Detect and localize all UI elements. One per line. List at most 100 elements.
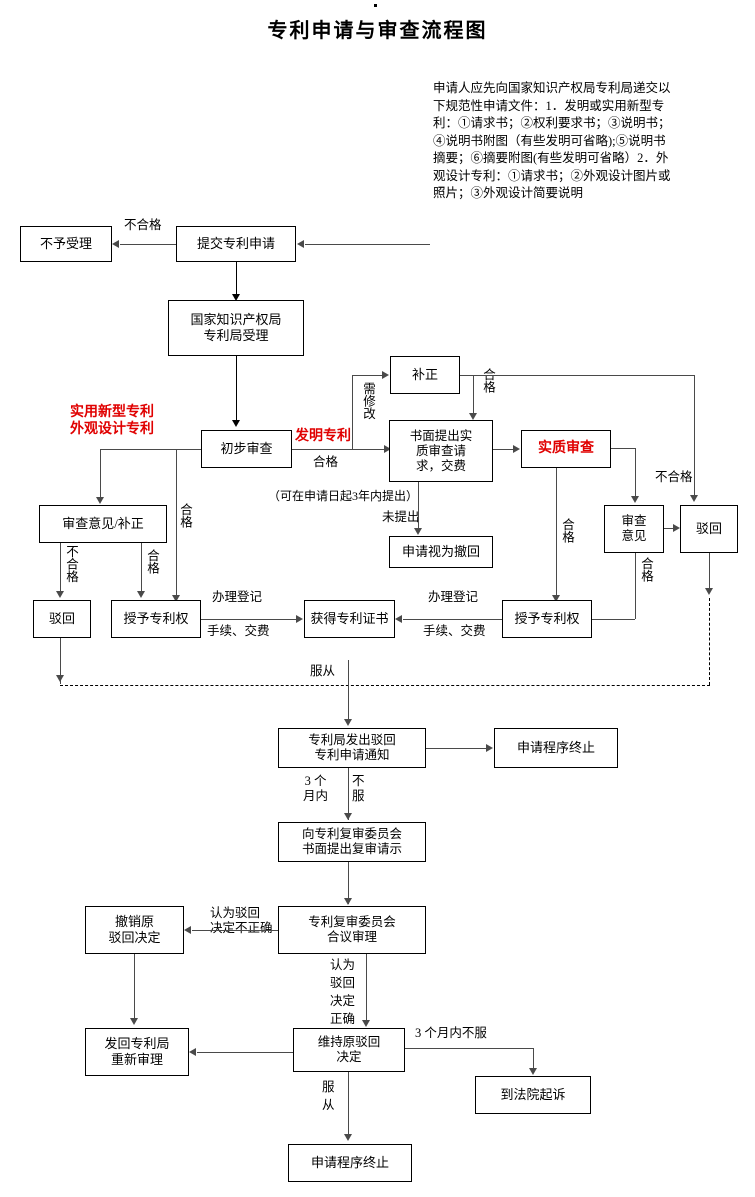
arrowhead-subrequest — [384, 445, 391, 453]
arrowhead-notaccepted — [112, 240, 119, 248]
arrowhead-grantright — [552, 595, 560, 602]
box-reject-notice[interactable]: 专利局发出驳回 专利申请通知 — [278, 728, 426, 768]
connector-prelim-to-subrequest — [292, 449, 388, 450]
box-reject-right[interactable]: 驳回 — [680, 505, 738, 553]
box-uphold-decision[interactable]: 维持原驳回 决定 — [293, 1028, 405, 1072]
arrowhead-examopinion — [96, 497, 104, 504]
box-amendment[interactable]: 补正 — [390, 356, 460, 394]
arrowhead-cnipa — [232, 294, 240, 301]
connector-needamend-up — [352, 375, 353, 449]
box-not-accepted[interactable]: 不予受理 — [20, 226, 112, 262]
connector-submit-to-notaccepted — [120, 244, 176, 245]
label-three-months-not-obey: 3 个月内不服 — [415, 1026, 487, 1040]
label-unqualified-left-vertical: 不合格 — [64, 545, 78, 583]
arrowhead-certificate-left — [296, 615, 303, 623]
connector-rejectright-down — [709, 553, 710, 591]
arrowhead-reexamboard — [344, 898, 352, 905]
connector-grantright-to-certificate — [403, 619, 502, 620]
arrowhead-grant-left — [137, 591, 145, 598]
connector-court-down — [533, 1048, 534, 1072]
title-dot — [374, 4, 377, 7]
box-grant-right[interactable]: 授予专利权 — [502, 600, 592, 638]
arrowhead-prelim — [232, 420, 240, 427]
connector-examopinion-to-grant-left — [141, 543, 142, 593]
box-grant-left[interactable]: 授予专利权 — [111, 600, 201, 638]
application-documents-note: 申请人应先向国家知识产权局专利局递交以下规范性申请文件：1．发明或实用新型专利：… — [433, 81, 671, 200]
connector-bus-to-rejectnotice — [348, 660, 349, 722]
label-qualified-left-vertical: 合格 — [178, 503, 192, 528]
label-think-reject-wrong-1: 认为驳回 决定不正确 — [210, 906, 273, 935]
box-exam-opinion-right[interactable]: 审查 意见 — [604, 505, 664, 553]
arrowhead-certificate-right — [395, 615, 402, 623]
connector-needamend-to-amendbox — [352, 375, 384, 376]
connector-revoke-to-sendback — [134, 954, 135, 1022]
label-not-obey: 不 服 — [352, 774, 365, 803]
label-qualified-opinion-vertical: 合格 — [639, 557, 653, 582]
dashed-rejectright-to-bus — [709, 598, 710, 685]
box-preliminary-exam[interactable]: 初步审查 — [201, 430, 292, 468]
arrowhead-rejectright-down — [705, 588, 713, 595]
label-obey: 服从 — [310, 664, 336, 678]
connector-subexam-to-grantright — [556, 468, 557, 598]
dashed-bus — [60, 685, 710, 686]
box-procedure-terminated-top[interactable]: 申请程序终止 — [494, 728, 618, 768]
arrowhead-subrequest-top — [469, 413, 477, 420]
connector-rejectleft-down — [60, 638, 61, 684]
connector-amend-to-farright — [473, 375, 694, 376]
label-need-amend: 需修改 — [361, 382, 375, 420]
arrowhead-reject-right-top — [690, 495, 698, 502]
label-unqualified-top: 不合格 — [124, 218, 162, 232]
box-submit-application[interactable]: 提交专利申请 — [176, 226, 296, 262]
connector-reexamrequest-to-board — [348, 862, 349, 904]
label-qualified-right-vertical: 合格 — [560, 518, 574, 543]
arrowhead-reject-left — [56, 591, 64, 598]
label-not-submitted: 未提出 — [382, 510, 420, 524]
connector-bus-to-examopinion — [100, 449, 101, 499]
connector-subexam-right — [611, 448, 635, 449]
label-qualified-left-vertical2: 合格 — [145, 549, 159, 574]
arrowhead-subexam — [513, 445, 520, 453]
connector-amend-down — [473, 375, 474, 415]
arrowhead-submit — [297, 240, 304, 248]
box-procedure-terminated-bottom[interactable]: 申请程序终止 — [288, 1144, 412, 1182]
box-exam-opinion-amend[interactable]: 审查意见/补正 — [39, 505, 167, 543]
connector-subexam-to-opinion — [635, 448, 636, 498]
arrowhead-rejectright — [673, 524, 680, 532]
label-qualified-amend: 合格 — [481, 368, 495, 393]
box-send-back[interactable]: 发回专利局 重新审理 — [85, 1028, 189, 1076]
box-sue-court[interactable]: 到法院起诉 — [475, 1076, 591, 1114]
connector-note-to-submit — [305, 244, 430, 245]
box-deemed-withdrawn[interactable]: 申请视为撤回 — [389, 536, 493, 568]
box-reexam-board[interactable]: 专利复审委员会 合议审理 — [278, 906, 426, 954]
connector-board-to-uphold — [366, 954, 367, 1024]
label-three-months: 3 个 月内 — [303, 774, 329, 803]
box-substantive-request[interactable]: 书面提出实 质审查请 求，交费 — [389, 420, 493, 482]
connector-prelim-left-bus — [100, 449, 201, 450]
connector-cnipa-to-prelim — [236, 356, 237, 422]
box-revoke-decision[interactable]: 撤销原 驳回决定 — [85, 906, 184, 954]
connector-board-to-revoke — [192, 930, 278, 931]
connector-uphold-to-sendback — [197, 1052, 293, 1053]
page-title: 专利申请与审查流程图 — [267, 20, 488, 42]
connector-amend-out — [460, 375, 473, 376]
box-request-reexam[interactable]: 向专利复审委员会 书面提出复审请示 — [278, 822, 426, 862]
label-invention-patent: 发明专利 — [295, 429, 351, 444]
arrowhead-grant-left-direct — [172, 595, 180, 602]
box-get-certificate[interactable]: 获得专利证书 — [304, 600, 395, 638]
connector-bus-to-grant-left — [176, 449, 177, 597]
connector-subrequest-to-withdrawn — [418, 482, 419, 530]
connector-uphold-to-terminated — [348, 1072, 349, 1138]
connector-uphold-to-court — [405, 1048, 533, 1049]
box-reject-left[interactable]: 驳回 — [33, 600, 91, 638]
connector-grantleft-to-certificate — [201, 619, 296, 620]
arrowhead-court — [529, 1068, 537, 1075]
connector-opinion-down — [635, 553, 636, 619]
label-think-reject-right: 认为 驳回 决定 正确 — [330, 958, 356, 1026]
arrowhead-rejectnotice — [344, 719, 352, 726]
box-substantive-exam[interactable]: 实质审查 — [521, 430, 611, 468]
box-cnipa-accept[interactable]: 国家知识产权局 专利局受理 — [168, 300, 304, 356]
arrowhead-terminated-top — [486, 744, 493, 752]
label-unqualified-right: 不合格 — [655, 470, 693, 484]
arrowhead-amendment — [382, 371, 389, 379]
